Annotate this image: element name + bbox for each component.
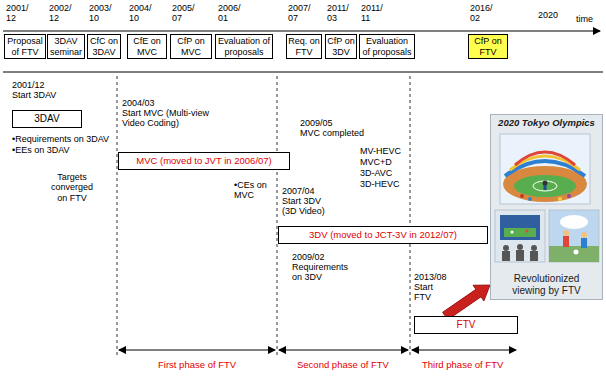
note-label: Requirements on 3DV bbox=[292, 262, 356, 283]
timeline-box: 3DAV seminar bbox=[47, 34, 85, 59]
box-text: 3DAV seminar bbox=[49, 36, 83, 57]
date-label: 2013/08 bbox=[414, 272, 447, 282]
timeline-box: Evaluation of proposals bbox=[359, 34, 415, 59]
date-label: 2001/ 12 bbox=[6, 3, 29, 24]
note-label: •Requirements on 3DAV bbox=[12, 134, 109, 144]
highlight-box: CfP on FTV bbox=[468, 34, 508, 59]
timeline-box: Req. on FTV bbox=[286, 34, 322, 59]
note-label: •EEs on 3DAV bbox=[12, 145, 70, 155]
note-label: •CEs on MVC bbox=[234, 180, 274, 201]
timeline-box: Evaluation of proposals bbox=[215, 34, 273, 59]
date-label: 2005/ 07 bbox=[172, 3, 195, 24]
note-label: Start 3DAV bbox=[12, 90, 56, 100]
standard-name: 3D-HEVC bbox=[360, 179, 400, 189]
box-text: Evaluation of proposals bbox=[217, 36, 271, 57]
olympics-panel: 2020 Tokyo OlympicsRevolutionized viewin… bbox=[490, 114, 603, 300]
date-label: 2011/ 03 bbox=[327, 3, 349, 24]
standard-name: MV-HEVC bbox=[360, 146, 401, 156]
date-label: 2002/ 12 bbox=[49, 3, 72, 24]
phase-bar: FTV bbox=[414, 316, 518, 334]
date-label: 2007/ 07 bbox=[288, 3, 311, 24]
date-label: 2004/03 bbox=[122, 98, 155, 108]
phase-bar: MVC (moved to JVT in 2006/07) bbox=[118, 152, 290, 170]
phase-label: Third phase of FTV bbox=[422, 360, 503, 371]
box-text: CfP on 3DV bbox=[327, 36, 355, 57]
note-label: Start 3DV (3D Video) bbox=[282, 196, 332, 217]
box-text: Evaluation of proposals bbox=[361, 36, 413, 57]
standard-name: 3D-AVC bbox=[360, 168, 392, 178]
phase-span-arrow bbox=[119, 350, 516, 351]
note-label: Start FTV bbox=[414, 282, 442, 303]
separator-line bbox=[3, 72, 603, 73]
timeline-box: CfP on 3DV bbox=[325, 34, 357, 59]
timeline-box: CfE on MVC bbox=[127, 34, 167, 59]
time-axis bbox=[3, 31, 600, 32]
box-text: 3DV (moved to JCT-3V in 2012/07) bbox=[309, 230, 457, 241]
box-text: FTV bbox=[457, 319, 476, 331]
box-text: 3DAV bbox=[34, 113, 59, 125]
box-text: MVC (moved to JVT in 2006/07) bbox=[136, 156, 272, 167]
timeline-box: CfP on MVC bbox=[170, 34, 212, 59]
date-label: 2009/02 bbox=[292, 252, 325, 262]
date-label: 2009/05 bbox=[300, 118, 333, 128]
axis-label: time bbox=[576, 14, 593, 24]
date-label: 2006/ 01 bbox=[218, 3, 241, 24]
note-label: MVC completed bbox=[300, 128, 364, 138]
flow-arrow bbox=[443, 285, 490, 320]
phase-divider bbox=[117, 76, 410, 357]
olympics-illustration bbox=[495, 134, 599, 262]
date-label: 2016/ 02 bbox=[470, 3, 493, 24]
date-label: 2004/ 10 bbox=[129, 3, 152, 24]
box-text: CfC on 3DAV bbox=[89, 36, 119, 57]
timeline-box: Proposal of FTV bbox=[4, 34, 46, 59]
date-label: 2011/ 11 bbox=[361, 3, 383, 24]
standard-name: MVC+D bbox=[360, 157, 392, 167]
panel-title: 2020 Tokyo Olympics bbox=[498, 118, 595, 129]
phase-bar: 3DAV bbox=[12, 110, 82, 128]
phase-label: First phase of FTV bbox=[158, 360, 236, 371]
box-text: Proposal of FTV bbox=[6, 36, 44, 57]
timeline-box: CfC on 3DAV bbox=[87, 34, 121, 59]
note-label: Targets converged on FTV bbox=[46, 172, 98, 203]
box-text: CfE on MVC bbox=[129, 36, 165, 57]
date-label: 2007/04 bbox=[282, 186, 315, 196]
note-label: Start MVC (Multi-view Video Coding) bbox=[122, 108, 222, 129]
phase-bar: 3DV (moved to JCT-3V in 2012/07) bbox=[278, 226, 488, 244]
box-text: Req. on FTV bbox=[288, 36, 320, 57]
box-text: CfP on MVC bbox=[172, 36, 210, 57]
date-label: 2001/12 bbox=[12, 80, 45, 90]
date-label: 2003/ 10 bbox=[89, 3, 112, 24]
date-label: 2020 bbox=[538, 10, 558, 20]
phase-label: Second phase of FTV bbox=[297, 360, 389, 371]
box-text: CfP on FTV bbox=[470, 36, 506, 57]
panel-ground bbox=[490, 114, 603, 300]
panel-text: Revolutionized viewing by FTV bbox=[502, 273, 592, 296]
